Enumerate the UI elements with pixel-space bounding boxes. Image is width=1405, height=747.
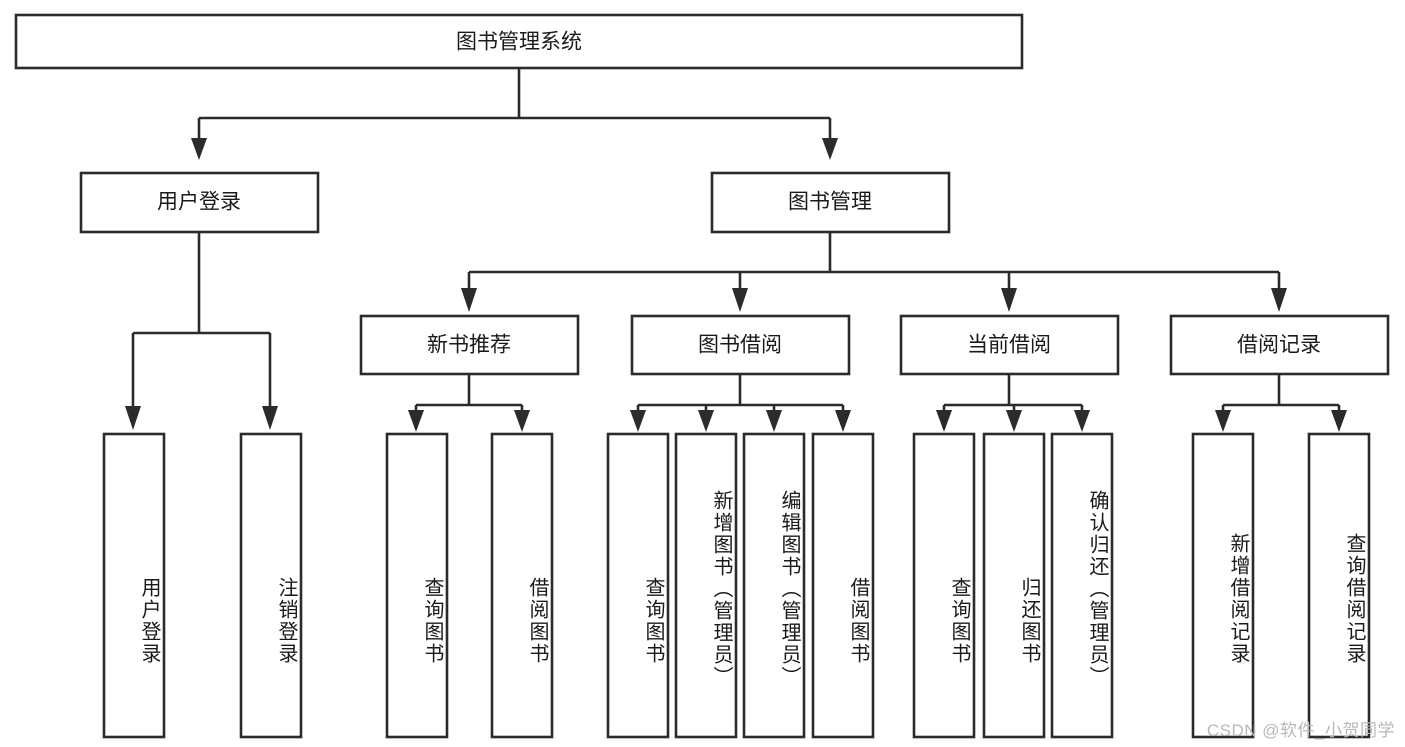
node-borrow-record-label: 借阅记录 bbox=[1237, 334, 1321, 357]
node-leaf-query-book-3[interactable] bbox=[912, 432, 976, 739]
node-user-login[interactable]: 用户登录 bbox=[79, 171, 320, 234]
arrow-head-icon bbox=[1001, 288, 1017, 312]
arrow-head-icon bbox=[698, 410, 714, 432]
arrow-head-icon bbox=[766, 410, 782, 432]
node-current-borrow-label: 当前借阅 bbox=[967, 334, 1051, 357]
arrow-head-icon bbox=[732, 288, 748, 312]
node-leaf-query-book-1[interactable] bbox=[385, 432, 449, 739]
node-leaf-borrow-book-2[interactable] bbox=[811, 432, 875, 739]
arrow-head-icon bbox=[514, 410, 530, 432]
node-root[interactable]: 图书管理系统 bbox=[14, 13, 1024, 70]
node-root-label: 图书管理系统 bbox=[456, 31, 582, 54]
node-leaf-logout-login[interactable] bbox=[239, 432, 303, 739]
node-book-management-label: 图书管理 bbox=[788, 191, 872, 214]
arrow-head-icon bbox=[1074, 410, 1090, 432]
arrow-head-icon bbox=[262, 406, 278, 430]
node-leaf-query-book-2[interactable] bbox=[606, 432, 670, 739]
node-current-borrow[interactable]: 当前借阅 bbox=[899, 314, 1120, 376]
node-leaf-borrow-book-1[interactable] bbox=[490, 432, 554, 739]
arrow-head-icon bbox=[822, 138, 838, 160]
node-book-management[interactable]: 图书管理 bbox=[710, 171, 951, 234]
connector-userlogin-to-leaves bbox=[125, 232, 278, 430]
arrow-head-icon bbox=[630, 410, 646, 432]
arrow-head-icon bbox=[461, 288, 477, 312]
arrow-head-icon bbox=[936, 410, 952, 432]
node-leaf-add-record[interactable] bbox=[1191, 432, 1255, 739]
node-leaf-query-record[interactable] bbox=[1307, 432, 1371, 739]
csdn-watermark: CSDN @软件_小贺同学 bbox=[1206, 721, 1395, 740]
node-leaf-add-book[interactable] bbox=[674, 432, 738, 739]
node-new-book-recommend-label: 新书推荐 bbox=[427, 334, 511, 357]
connector-bookborrow-to-leaves bbox=[630, 374, 851, 432]
connector-currentborrow-to-leaves bbox=[936, 374, 1090, 432]
node-user-login-label: 用户登录 bbox=[157, 191, 241, 214]
arrow-head-icon bbox=[1006, 410, 1022, 432]
node-leaf-confirm-return[interactable] bbox=[1050, 432, 1114, 739]
node-leaf-return-book[interactable] bbox=[982, 432, 1046, 739]
arrow-head-icon bbox=[125, 406, 141, 430]
arrow-head-icon bbox=[835, 410, 851, 432]
arrow-head-icon bbox=[191, 138, 207, 160]
connector-borrowrecord-to-leaves bbox=[1215, 374, 1347, 432]
arrow-head-icon bbox=[1215, 410, 1231, 432]
node-leaf-edit-book[interactable] bbox=[742, 432, 806, 739]
node-leaf-user-login[interactable] bbox=[102, 432, 166, 739]
node-new-book-recommend[interactable]: 新书推荐 bbox=[359, 314, 580, 376]
node-borrow-record[interactable]: 借阅记录 bbox=[1169, 314, 1390, 376]
connector-bookmgmt-to-level3 bbox=[461, 232, 1287, 312]
arrow-head-icon bbox=[408, 410, 424, 432]
arrow-head-icon bbox=[1331, 410, 1347, 432]
arrow-head-icon bbox=[1271, 288, 1287, 312]
connector-root-to-level2 bbox=[191, 68, 838, 160]
connector-newbook-to-leaves bbox=[408, 374, 530, 432]
node-book-borrow-label: 图书借阅 bbox=[698, 334, 782, 357]
node-book-borrow[interactable]: 图书借阅 bbox=[630, 314, 851, 376]
